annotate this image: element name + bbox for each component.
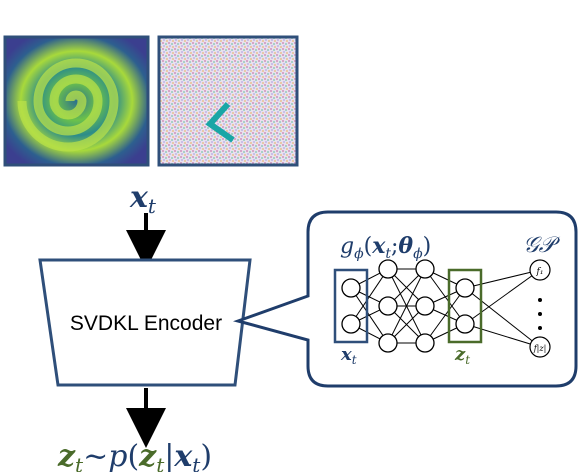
network-node	[341, 278, 361, 298]
network-node	[455, 314, 475, 334]
gp-edge	[464, 323, 541, 348]
network-edge	[350, 268, 389, 325]
input-label: xt	[129, 180, 157, 218]
neural-network	[341, 259, 541, 353]
network-input-label: xt	[340, 344, 357, 367]
svg-text:f₁: f₁	[536, 267, 544, 277]
noise-image	[157, 35, 299, 167]
gp-edge	[464, 269, 541, 325]
latent-layer-box	[447, 268, 483, 344]
spiral-image	[3, 35, 150, 167]
gp-ellipsis	[538, 298, 542, 330]
network-node	[415, 333, 435, 353]
network-latent-label: zt	[454, 344, 470, 367]
output-formula: zt~p(zt|xt)	[57, 439, 212, 472]
network-edge	[424, 287, 466, 344]
encoder-block	[38, 258, 252, 387]
gp-node-1: f₁	[529, 259, 551, 281]
gp-edge	[464, 287, 541, 348]
gp-node-2: f|z|	[529, 336, 551, 358]
network-node	[455, 278, 475, 298]
network-node	[378, 333, 398, 353]
network-node	[341, 314, 361, 334]
network-node	[378, 296, 398, 316]
gp-label: 𝒢𝒫	[523, 233, 561, 258]
input-layer-box	[333, 268, 369, 344]
gp-edge	[464, 269, 541, 289]
svg-text:f|z|: f|z|	[533, 344, 547, 353]
network-node	[378, 259, 398, 279]
network-function-label: gϕ(xt;θϕ)	[340, 233, 431, 262]
encoder-label: SVDKL Encoder	[70, 312, 222, 335]
callout-box	[232, 210, 578, 388]
network-node	[415, 296, 435, 316]
network-edge	[387, 268, 426, 344]
network-node	[415, 259, 435, 279]
